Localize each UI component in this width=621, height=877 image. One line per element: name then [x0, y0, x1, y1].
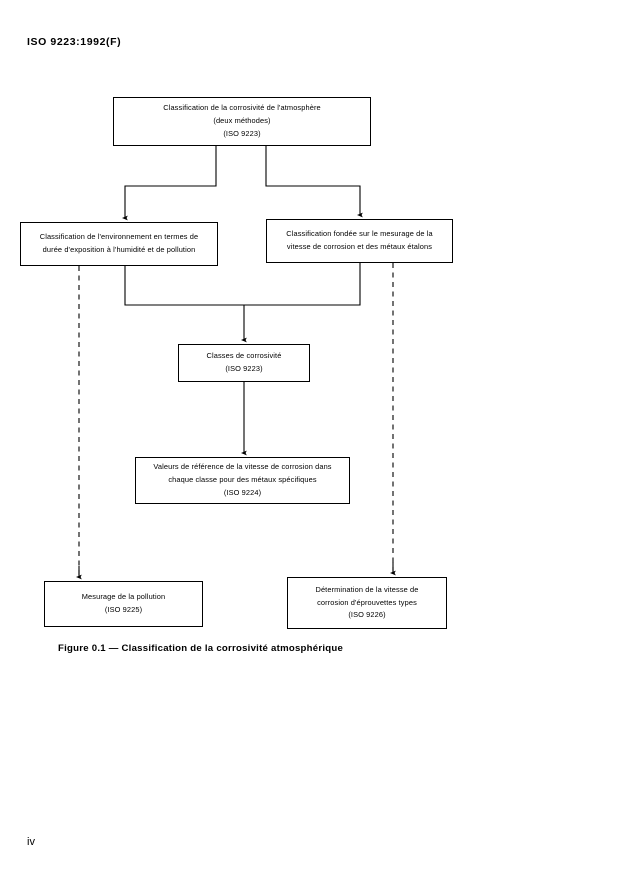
node-line: Classes de corrosivité: [206, 351, 282, 361]
node-valeurs-de-reference[interactable]: Valeurs de référence de la vitesse de co…: [135, 457, 350, 504]
node-line: Classification de l'environnement en ter…: [39, 232, 199, 242]
node-line: chaque classe pour des métaux spécifique…: [168, 475, 317, 485]
node-classes-de-corrosivite[interactable]: Classes de corrosivité (ISO 9223): [178, 344, 310, 382]
node-line: Classification fondée sur le mesurage de…: [286, 229, 433, 239]
node-classification-atmosphere[interactable]: Classification de la corrosivité de l'at…: [113, 97, 371, 146]
edge-top-to-rate: [265, 146, 363, 218]
node-line: (ISO 9224): [223, 487, 262, 497]
node-line: Classification de la corrosivité de l'at…: [163, 103, 321, 113]
figure-caption: Figure 0.1 — Classification de la corros…: [58, 643, 344, 654]
node-line: vitesse de corrosion et des métaux étalo…: [286, 242, 433, 251]
node-classification-vitesse-corrosion[interactable]: Classification fondée sur le mesurage de…: [266, 219, 453, 263]
node-line: (ISO 9225): [104, 605, 143, 614]
node-mesurage-de-la-pollution[interactable]: Mesurage de la pollution (ISO 9225): [44, 581, 203, 627]
node-line: (ISO 9223): [225, 364, 263, 373]
edge-top-to-env: [122, 146, 217, 221]
page-number: iv: [27, 836, 35, 848]
node-line: corrosion d'éprouvettes types: [317, 597, 417, 607]
node-determination-vitesse-corrosion[interactable]: Détermination de la vitesse de corrosion…: [287, 577, 447, 629]
node-line: Mesurage de la pollution: [81, 592, 166, 602]
edge-env-to-bus: [124, 266, 244, 306]
node-classification-environnement[interactable]: Classification de l'environnement en ter…: [20, 222, 218, 266]
node-line: (ISO 9223): [223, 128, 261, 138]
node-line: Valeurs de référence de la vitesse de co…: [153, 462, 332, 472]
node-line: (deux méthodes): [213, 116, 271, 126]
edge-rate-to-bus: [244, 263, 361, 306]
node-line: Détermination de la vitesse de: [315, 584, 419, 594]
document-header: ISO 9223:1992(F): [27, 36, 122, 48]
node-line: durée d'exposition à l'humidité et de po…: [42, 245, 196, 254]
node-line: (ISO 9226): [348, 610, 386, 620]
